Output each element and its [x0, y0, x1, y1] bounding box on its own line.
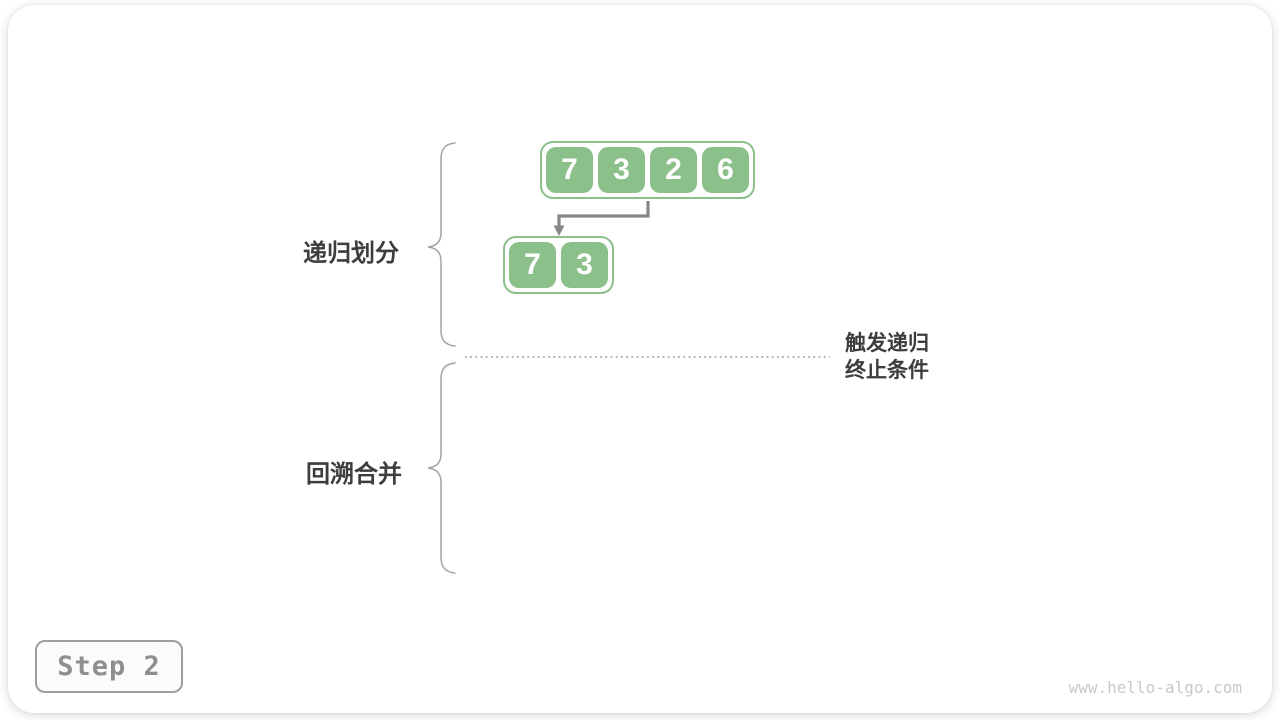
array-cell: 6: [702, 147, 749, 193]
diagram-card: [8, 5, 1272, 713]
array-cell: 3: [561, 242, 608, 288]
annotation-line-1: 触发递归: [845, 332, 929, 355]
phase-label-merge: 回溯合并: [306, 461, 402, 488]
array-cell: 2: [650, 147, 697, 193]
array-sub: 7 3: [503, 236, 614, 294]
recursion-termination-annotation: 触发递归 终止条件: [845, 330, 929, 384]
step-badge: Step 2: [35, 640, 183, 693]
array-cell: 3: [598, 147, 645, 193]
annotation-line-2: 终止条件: [845, 359, 929, 382]
phase-label-divide: 递归划分: [303, 240, 399, 267]
array-top: 7 3 2 6: [540, 141, 755, 199]
array-cell: 7: [509, 242, 556, 288]
watermark-url: www.hello-algo.com: [1068, 678, 1242, 697]
array-cell: 7: [546, 147, 593, 193]
